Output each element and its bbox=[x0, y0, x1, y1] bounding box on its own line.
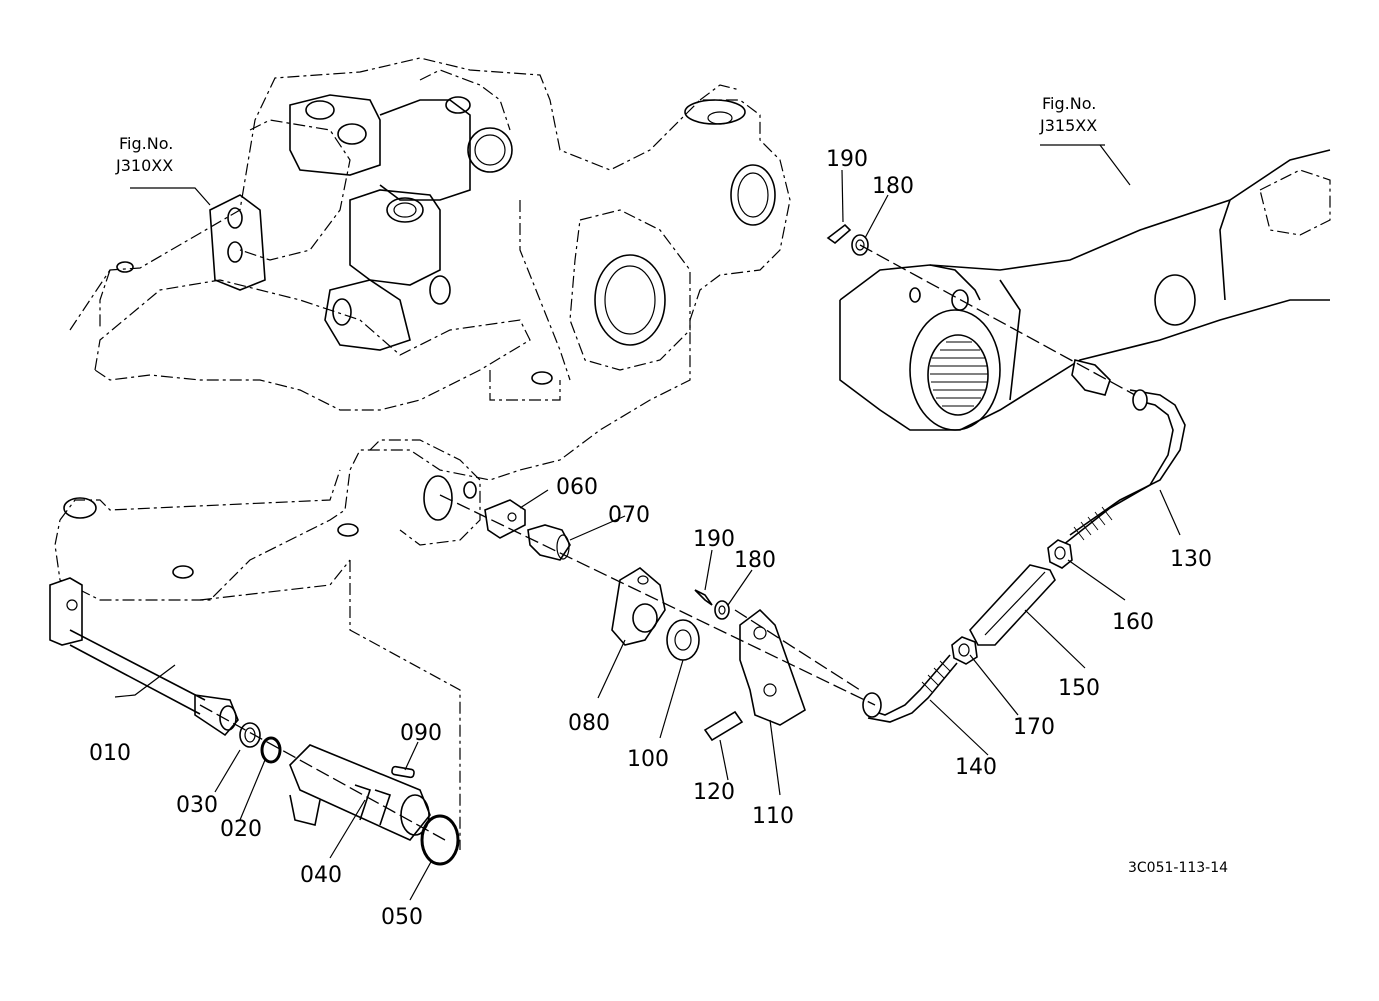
bolt-070 bbox=[527, 524, 571, 561]
o-ring-020 bbox=[260, 736, 282, 764]
o-ring-050 bbox=[420, 814, 460, 866]
label-110: 110 bbox=[752, 804, 794, 829]
control-valve-block bbox=[209, 94, 513, 351]
label-100: 100 bbox=[627, 747, 669, 772]
label-090: 090 bbox=[400, 721, 442, 746]
turnbuckle-150 bbox=[969, 564, 1056, 646]
label-150: 150 bbox=[1058, 676, 1100, 701]
rear-housing-outline bbox=[54, 57, 791, 850]
plate-060 bbox=[484, 499, 526, 539]
snap-ring-030 bbox=[239, 722, 261, 748]
label-130: 130 bbox=[1170, 547, 1212, 572]
label-170: 170 bbox=[1013, 715, 1055, 740]
nut-160 bbox=[1047, 539, 1073, 569]
lift-arm bbox=[839, 149, 1331, 431]
nut-170 bbox=[951, 636, 978, 665]
label-190-upper: 190 bbox=[826, 147, 868, 172]
fig-ref-right-code: J315XX bbox=[1039, 116, 1097, 135]
label-180-upper: 180 bbox=[872, 174, 914, 199]
label-040: 040 bbox=[300, 863, 342, 888]
fig-ref-left-code: J310XX bbox=[115, 156, 173, 175]
label-180-lower: 180 bbox=[734, 548, 776, 573]
label-080: 080 bbox=[568, 711, 610, 736]
label-030: 030 bbox=[176, 793, 218, 818]
label-020: 020 bbox=[220, 817, 262, 842]
pin-120 bbox=[703, 710, 744, 742]
fig-ref-right-top: Fig.No. bbox=[1042, 94, 1096, 113]
washer-180-lower bbox=[714, 600, 730, 620]
plate-080 bbox=[611, 567, 666, 646]
label-070: 070 bbox=[608, 503, 650, 528]
shaft-010 bbox=[49, 577, 239, 737]
drawing-code: 3C051-113-14 bbox=[1128, 860, 1228, 876]
label-060: 060 bbox=[556, 475, 598, 500]
leader-lines bbox=[114, 144, 1181, 901]
lift-arm-boss bbox=[63, 99, 776, 579]
washer-100 bbox=[666, 619, 700, 661]
fig-ref-right: Fig.No. J315XX bbox=[1039, 94, 1097, 135]
clip-190-lower bbox=[694, 589, 713, 606]
label-120: 120 bbox=[693, 780, 735, 805]
rod-130 bbox=[1062, 359, 1186, 546]
label-190-lower: 190 bbox=[693, 527, 735, 552]
label-140: 140 bbox=[955, 755, 997, 780]
label-050: 050 bbox=[381, 905, 423, 930]
label-010: 010 bbox=[89, 741, 131, 766]
clip-190-upper bbox=[826, 223, 852, 245]
label-160: 160 bbox=[1112, 610, 1154, 635]
rod-140 bbox=[862, 654, 958, 723]
fig-ref-left: Fig.No. J310XX bbox=[115, 134, 173, 175]
key-090 bbox=[391, 765, 415, 779]
fig-ref-left-top: Fig.No. bbox=[119, 134, 173, 153]
bracket-110 bbox=[739, 608, 806, 726]
